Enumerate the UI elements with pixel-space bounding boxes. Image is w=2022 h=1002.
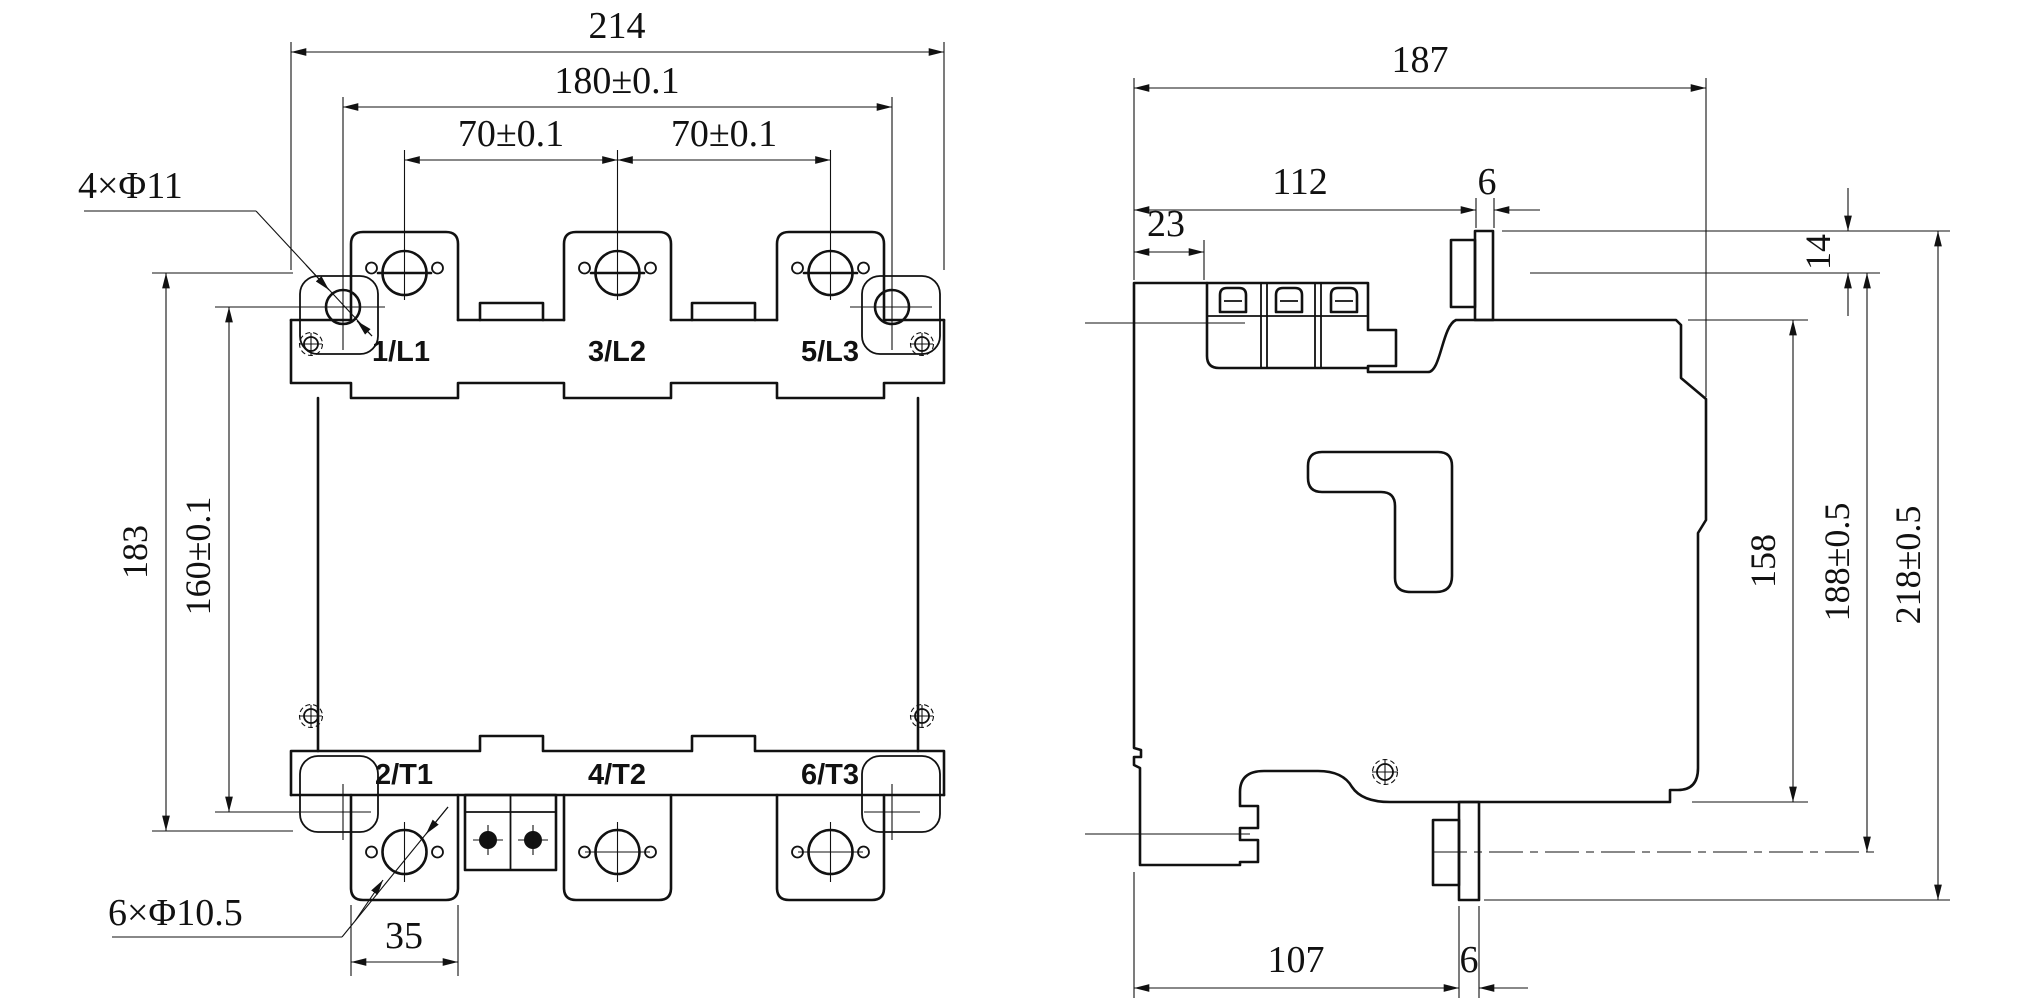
screw-icon xyxy=(909,331,935,357)
side-dimensions: 187 112 6 23 14 158 xyxy=(1133,39,1950,998)
screw-icon xyxy=(909,703,935,729)
dim-step-width: 23 xyxy=(1147,203,1185,245)
front-upper-bumps xyxy=(478,301,757,322)
dim-overall-depth: 187 xyxy=(1392,39,1449,81)
terminal-label-2T1: 2/T1 xyxy=(375,759,433,791)
side-view: 187 112 6 23 14 158 xyxy=(1085,39,1950,998)
dim-pitch-right: 70±0.1 xyxy=(671,113,777,155)
screw-icon xyxy=(298,331,324,357)
dim-pin-width-bottom: 6 xyxy=(1460,939,1479,981)
aux-clamp-icon xyxy=(1218,286,1359,314)
dim-tab-width: 35 xyxy=(385,915,423,957)
dim-pin-offset-bottom: 107 xyxy=(1268,939,1325,981)
side-bottom-pin xyxy=(1431,800,1481,902)
front-dimensions: 214 180±0.1 70±0.1 70±0.1 183 160±0.1 xyxy=(78,5,945,976)
front-bottom-terminal-holes xyxy=(365,822,870,882)
dim-pitch-left: 70±0.1 xyxy=(458,113,564,155)
side-body-outline xyxy=(1132,281,1708,867)
side-recess-cutout xyxy=(1306,450,1454,594)
front-view: 1/L1 3/L2 5/L3 2/T1 4/T2 6/T3 214 180±0.… xyxy=(78,5,946,976)
dim-height-to-base: 188±0.5 xyxy=(1817,503,1857,622)
aux-contact-block xyxy=(1085,281,1370,370)
dim-body-height: 158 xyxy=(1743,534,1783,588)
screw-icon xyxy=(1371,758,1399,786)
dim-overall-height: 183 xyxy=(115,525,155,579)
coil-terminal-block xyxy=(463,793,558,872)
terminal-label-3L2: 3/L2 xyxy=(588,336,646,368)
side-top-pin-block xyxy=(1449,238,1477,309)
terminal-label-4T2: 4/T2 xyxy=(588,759,646,791)
terminal-label-6T3: 6/T3 xyxy=(801,759,859,791)
callout-mounting-holes: 4×Φ11 xyxy=(78,165,183,207)
front-bottom-terminal-tabs xyxy=(349,793,886,902)
dim-pin-protrusion: 14 xyxy=(1798,234,1838,270)
dim-pin-offset-top: 112 xyxy=(1272,161,1328,203)
front-upper-band xyxy=(289,318,946,400)
side-top-pin xyxy=(1449,229,1495,322)
front-lower-band xyxy=(289,734,946,797)
front-corner-screws xyxy=(298,331,935,729)
callout-terminal-holes: 6×Φ10.5 xyxy=(108,892,243,934)
dim-overall-width: 214 xyxy=(589,5,646,47)
dim-hole-spacing-v: 160±0.1 xyxy=(178,497,218,616)
dim-pin-width-top: 6 xyxy=(1478,161,1497,203)
front-central-body xyxy=(316,396,920,753)
dim-overall-height-side: 218±0.5 xyxy=(1888,506,1928,625)
terminal-label-5L3: 5/L3 xyxy=(801,336,859,368)
dim-hole-spacing-h: 180±0.1 xyxy=(554,60,679,102)
terminal-label-1L1: 1/L1 xyxy=(372,336,430,368)
